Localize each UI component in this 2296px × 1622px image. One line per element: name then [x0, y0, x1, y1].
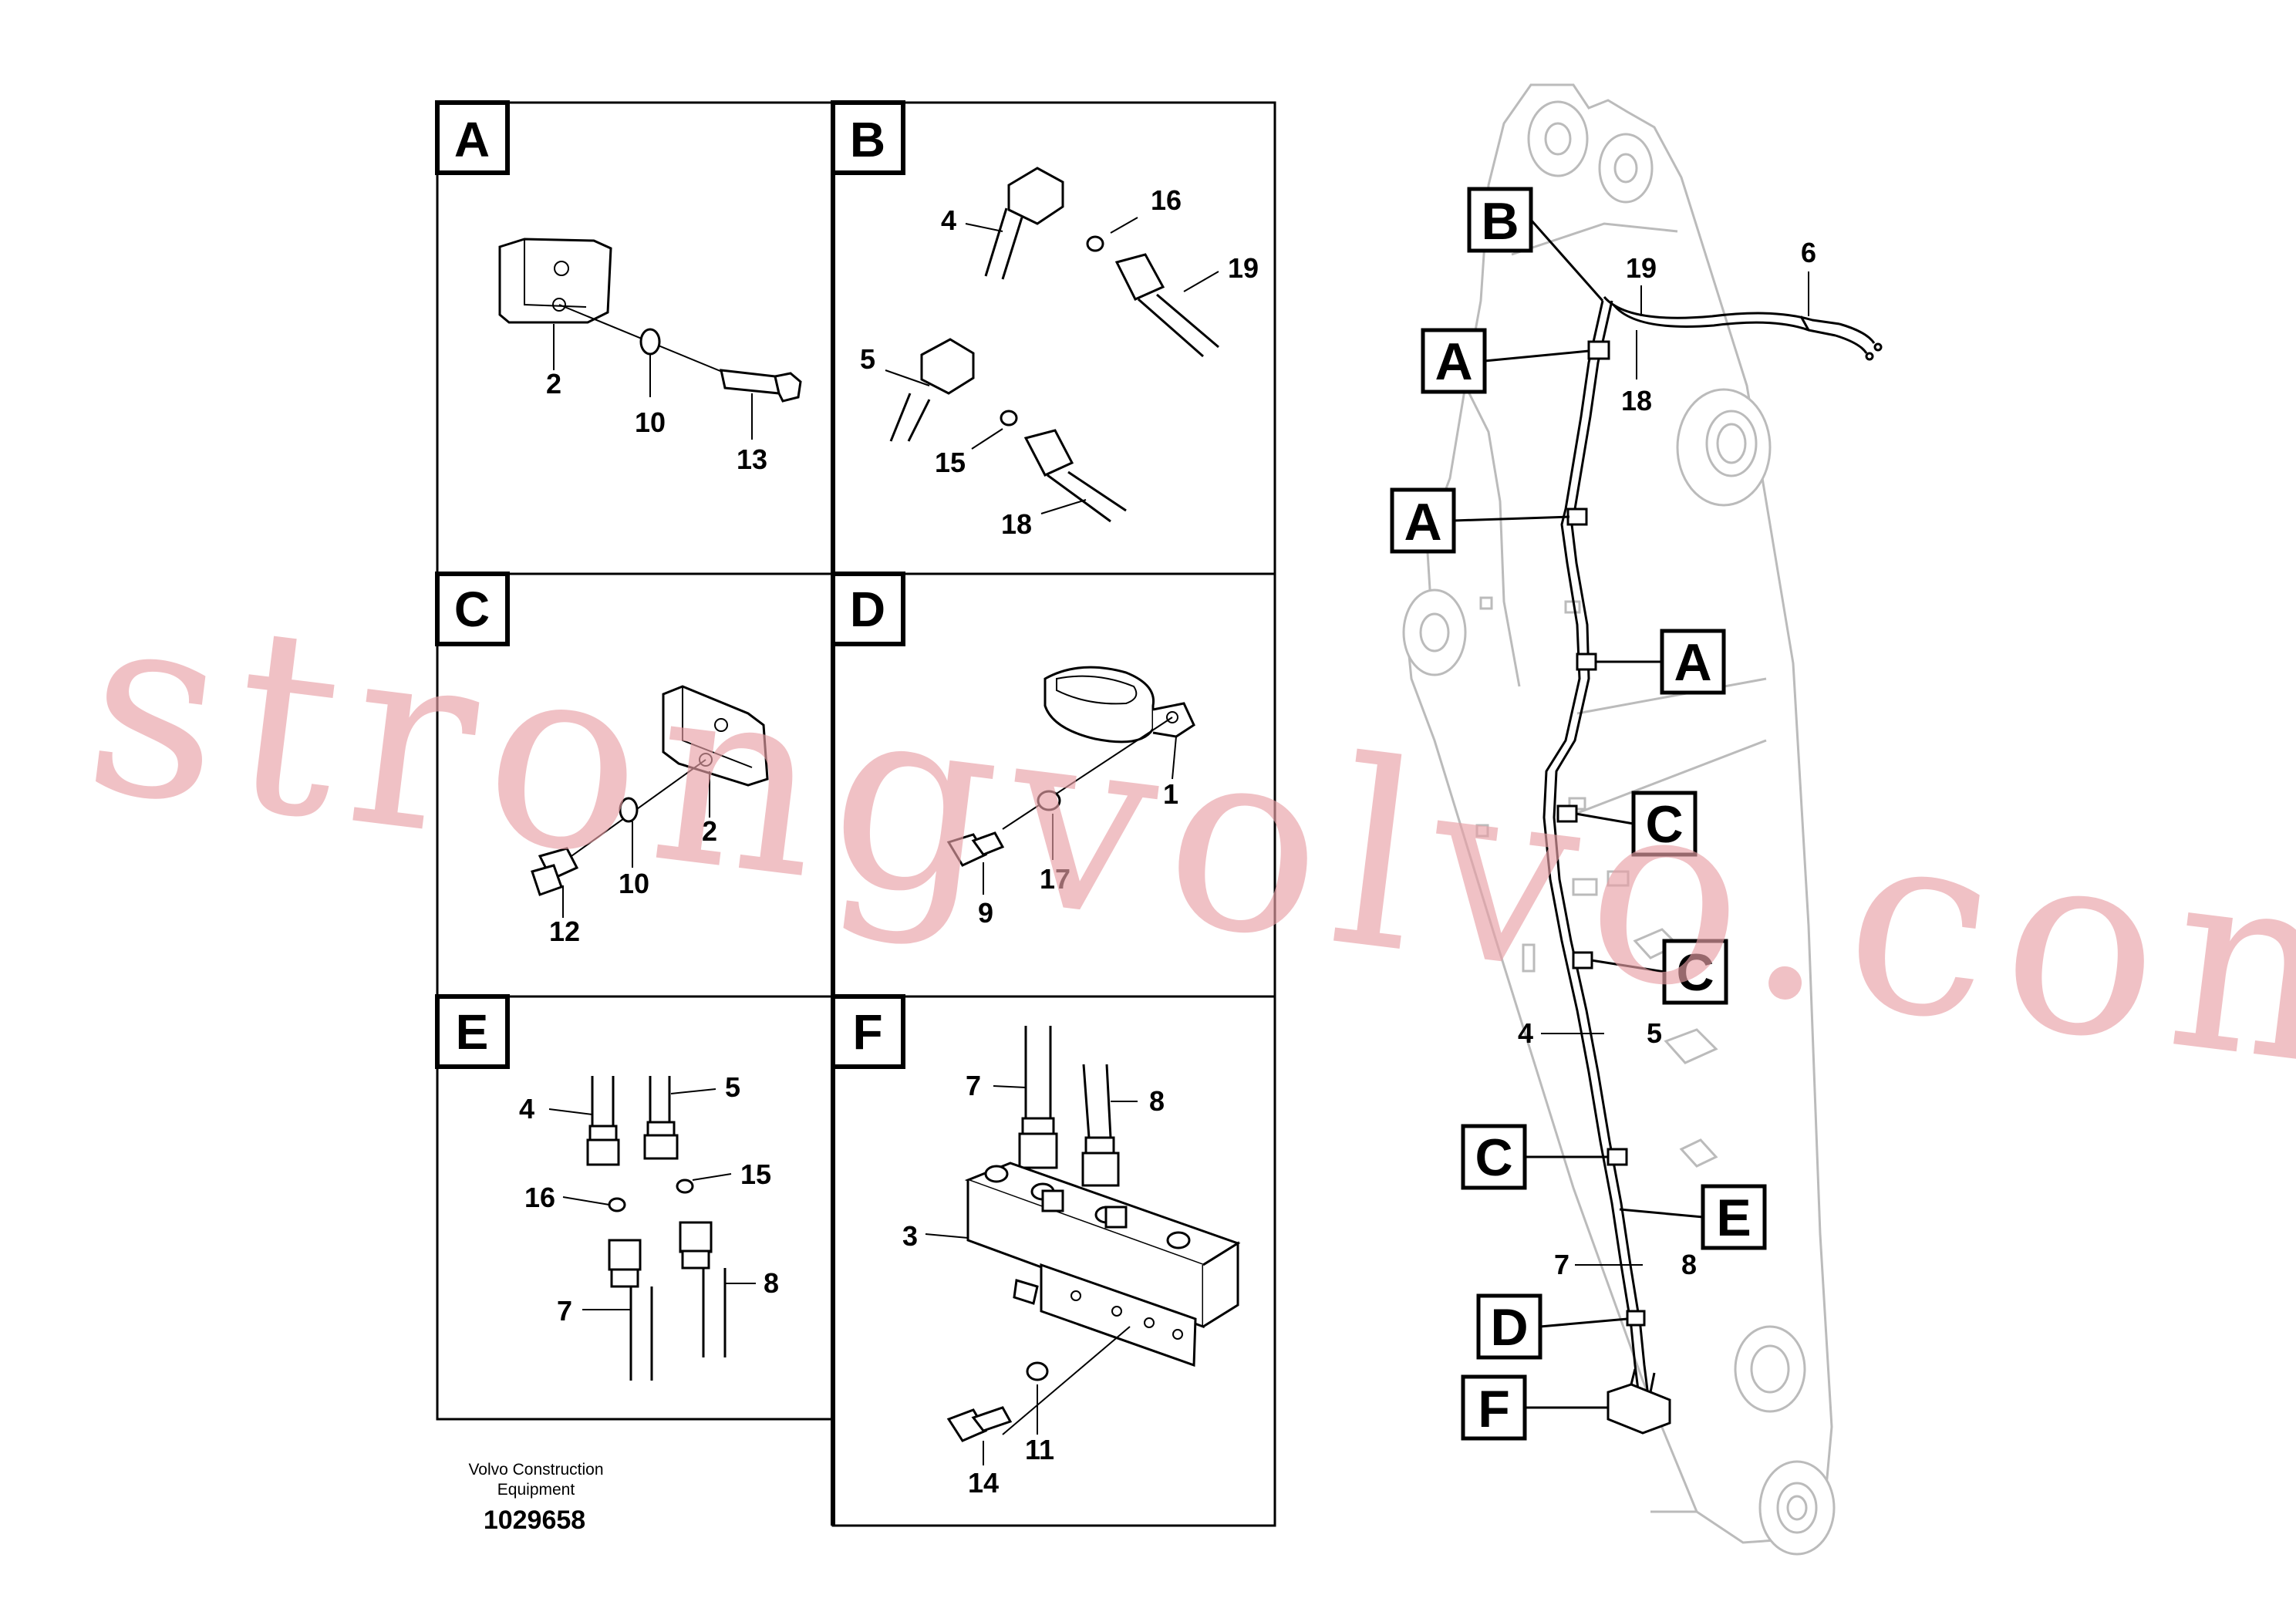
label: 5	[725, 1071, 740, 1103]
callout-c: C	[1575, 791, 1698, 857]
svg-text:A: A	[1674, 633, 1711, 692]
label: 8	[1681, 1249, 1697, 1280]
svg-text:A: A	[1404, 493, 1441, 551]
label: 19	[1228, 252, 1259, 284]
clamp-plate	[662, 685, 769, 787]
hose-fitting	[679, 1221, 713, 1253]
label: 7	[1554, 1249, 1569, 1280]
label: 8	[1149, 1085, 1165, 1117]
label: 10	[619, 868, 649, 899]
label: 18	[1001, 508, 1032, 540]
washer	[1037, 790, 1061, 811]
label: 6	[1801, 237, 1816, 268]
footer: Volvo Construction Equipment 1029658	[468, 1461, 603, 1535]
callout-b: B	[1467, 187, 1604, 302]
panel-f-letter: F	[852, 1004, 882, 1060]
label: 5	[860, 343, 875, 375]
boom-drawing: B A A A C C C	[1390, 83, 1883, 1556]
panel-c: C 2 10 12	[435, 572, 769, 947]
callout-d: D	[1476, 1293, 1628, 1360]
panel-e-letter: E	[456, 1004, 489, 1060]
panel-e: E 4 5 16 15 7 8	[435, 994, 779, 1381]
hose-fitting	[1007, 167, 1064, 225]
label: 18	[1621, 385, 1652, 416]
panel-b: B 4 16 19 5 15 18	[831, 100, 1259, 540]
label: 9	[978, 897, 993, 929]
hose-route	[1542, 300, 1640, 1397]
callout-e: E	[1619, 1184, 1767, 1250]
label: 12	[549, 916, 580, 947]
svg-text:B: B	[1481, 192, 1519, 251]
label: 7	[966, 1070, 981, 1101]
label: 8	[764, 1267, 779, 1299]
callout-c: C	[1590, 939, 1728, 1005]
label: 7	[557, 1295, 572, 1327]
callout-c: C	[1461, 1124, 1608, 1190]
label: 15	[740, 1158, 771, 1190]
svg-text:D: D	[1490, 1298, 1528, 1357]
watermark: strongvolvo.com	[73, 552, 2296, 1133]
panel-c-letter: C	[454, 582, 490, 637]
washer	[1026, 1361, 1049, 1381]
callout-a: A	[1595, 629, 1726, 695]
panel-b-letter: B	[850, 112, 885, 167]
label: 1	[1163, 778, 1178, 810]
label: 4	[1518, 1017, 1533, 1049]
label: 19	[1626, 252, 1657, 284]
svg-text:C: C	[1645, 795, 1683, 854]
label: 11	[1025, 1434, 1054, 1465]
panel-a-letter: A	[454, 112, 490, 167]
hose-fitting	[920, 338, 975, 395]
label: 13	[737, 443, 767, 475]
hose-fitting	[608, 1239, 642, 1271]
svg-text:C: C	[1475, 1128, 1512, 1187]
callout-f: F	[1461, 1374, 1608, 1441]
washer	[639, 328, 661, 356]
svg-text:A: A	[1435, 332, 1472, 391]
label: 2	[546, 368, 561, 400]
panel-d-letter: D	[850, 582, 885, 637]
drawing-number: 1029658	[484, 1506, 585, 1535]
label: 10	[635, 406, 666, 438]
label: 4	[941, 204, 956, 236]
bolt	[720, 369, 781, 395]
label: 5	[1647, 1017, 1662, 1049]
watermark-text: strongvolvo.com	[73, 552, 2296, 1133]
label: 16	[524, 1182, 555, 1213]
panel-f: F 7 8 3 11 14	[831, 994, 1241, 1499]
footer-company-line2: Equipment	[497, 1481, 575, 1499]
svg-text:E: E	[1716, 1189, 1751, 1247]
label: 15	[935, 447, 966, 478]
label: 4	[519, 1093, 534, 1125]
label: 16	[1151, 184, 1182, 216]
washer	[619, 797, 639, 823]
label: 2	[702, 815, 717, 847]
label: 14	[968, 1467, 999, 1499]
svg-text:C: C	[1676, 943, 1714, 1002]
label: 17	[1040, 863, 1070, 895]
panel-a: A 2 10 13	[435, 100, 802, 475]
label: 3	[902, 1220, 918, 1252]
callout-a: A	[1390, 487, 1570, 554]
panel-d: D 1 17 9	[831, 572, 1195, 929]
footer-company: Volvo Construction	[468, 1461, 603, 1479]
callout-a: A	[1421, 328, 1590, 394]
clamp-plate	[498, 238, 612, 324]
svg-text:F: F	[1478, 1380, 1510, 1438]
